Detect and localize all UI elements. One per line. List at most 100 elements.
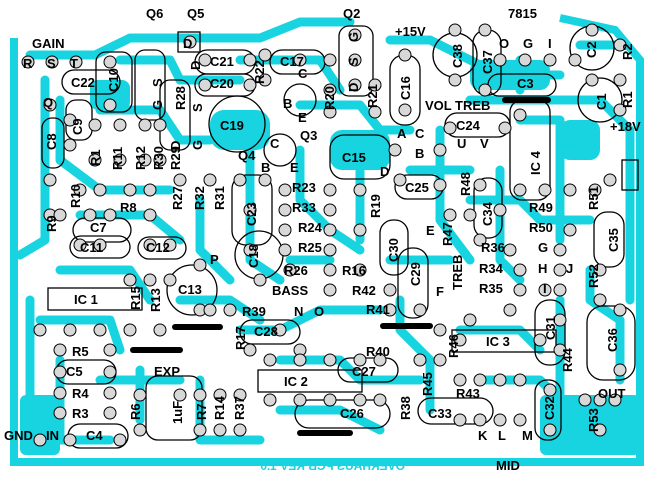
- solder-pad: [213, 388, 227, 402]
- solder-pad: [513, 263, 527, 277]
- vertical-label-c29: C29: [408, 262, 423, 286]
- solder-pad: [593, 423, 607, 437]
- vertical-label-r52: R52: [586, 264, 601, 288]
- solder-pad: [153, 118, 167, 132]
- solder-pad: [53, 208, 67, 222]
- solder-pad: [473, 413, 487, 427]
- label-c20: C20: [210, 76, 234, 91]
- solder-pad: [353, 223, 367, 237]
- label-q3: Q3: [300, 128, 317, 143]
- vertical-label-c23: C23: [244, 202, 259, 226]
- solder-pad: [383, 283, 397, 297]
- label-r3: R3: [72, 406, 89, 421]
- solder-pad: [513, 108, 527, 122]
- vertical-label-r53: R53: [586, 408, 601, 432]
- label-c28: C28: [254, 324, 278, 339]
- vertical-label-treb-mid: TREB: [450, 255, 465, 290]
- solder-pad: [258, 48, 272, 62]
- solder-pad: [293, 393, 307, 407]
- vertical-label-c38: C38: [450, 44, 465, 68]
- solder-pad: [323, 353, 337, 367]
- label-q5: Q5: [187, 6, 204, 21]
- label-v-pin: V: [480, 136, 489, 151]
- vertical-label-r45: R45: [420, 372, 435, 396]
- solder-pad: [323, 53, 337, 67]
- solder-pad: [263, 353, 277, 367]
- solder-pad: [513, 373, 527, 387]
- label-u-pin: U: [457, 136, 466, 151]
- solder-pad: [263, 393, 277, 407]
- solder-pad: [193, 388, 207, 402]
- solder-pad: [433, 353, 447, 367]
- solder-pad: [103, 98, 117, 112]
- solder-pad: [273, 323, 287, 337]
- label-q2: Q2: [343, 6, 360, 21]
- solder-pad: [518, 53, 532, 67]
- solder-pad: [293, 53, 307, 67]
- solder-pad: [163, 273, 177, 287]
- label-e-q3: E: [298, 110, 307, 125]
- solder-pad: [93, 323, 107, 337]
- label-r23: R23: [292, 180, 316, 195]
- pads: [21, 23, 627, 447]
- label-c15: C15: [342, 150, 366, 165]
- solder-pad: [613, 38, 627, 52]
- vertical-label-r44: R44: [560, 347, 575, 372]
- solder-pad: [585, 23, 599, 37]
- vertical-label-c34: C34: [480, 201, 495, 226]
- solder-pad: [538, 183, 552, 197]
- solder-pad: [143, 238, 157, 252]
- solder-pad: [553, 343, 567, 357]
- solder-pad: [133, 423, 147, 437]
- solder-pad: [503, 303, 517, 317]
- vertical-label-r6: R6: [128, 403, 143, 420]
- solder-pad: [383, 303, 397, 317]
- label-gnd: GND: [4, 428, 33, 443]
- copper-fills: [20, 60, 640, 455]
- solder-pad: [113, 433, 127, 447]
- solder-pad: [103, 386, 117, 400]
- vertical-label-r30: R30: [151, 146, 166, 170]
- solder-pad: [103, 55, 117, 69]
- vertical-label-r10: R10: [68, 184, 83, 208]
- solder-pad: [243, 53, 257, 67]
- solder-pad: [368, 105, 382, 119]
- label-d-top: D: [183, 36, 192, 51]
- label-c24: C24: [456, 118, 481, 133]
- solder-pad: [398, 103, 412, 117]
- solder-pad: [568, 53, 582, 67]
- solder-pad: [413, 353, 427, 367]
- solder-pad: [473, 178, 487, 192]
- solder-pad: [203, 173, 217, 187]
- solder-pad: [45, 55, 59, 69]
- solder-pad: [553, 313, 567, 327]
- solder-pad: [233, 423, 247, 437]
- label-r16: R16: [342, 263, 366, 278]
- label-r43: R43: [456, 386, 480, 401]
- board-rev-text: OVERHAUS PCB REV 1.0: [260, 459, 405, 473]
- label-c27: C27: [352, 364, 376, 379]
- vertical-label-r14: R14: [212, 395, 227, 420]
- label-k-pin: K: [478, 428, 488, 443]
- label-i-pin: I: [548, 36, 552, 51]
- label-h-pin: H: [538, 261, 547, 276]
- solder-pad: [93, 183, 107, 197]
- solder-pad: [243, 78, 257, 92]
- vertical-label-r48: R48: [458, 172, 473, 196]
- solder-pad: [493, 203, 507, 217]
- vertical-label-r21: R21: [365, 84, 380, 108]
- jumpers: [130, 97, 551, 436]
- vertical-label-r13: R13: [148, 288, 163, 312]
- solder-pad: [553, 283, 567, 297]
- solder-pad: [193, 423, 207, 437]
- solder-pad: [123, 323, 137, 337]
- label-treb-top: TREB: [455, 98, 490, 113]
- label-c12: C12: [146, 240, 170, 255]
- solder-pad: [493, 53, 507, 67]
- solder-pad: [63, 113, 77, 127]
- label-r5: R5: [72, 344, 89, 359]
- solder-pad: [323, 203, 337, 217]
- solder-pad: [453, 373, 467, 387]
